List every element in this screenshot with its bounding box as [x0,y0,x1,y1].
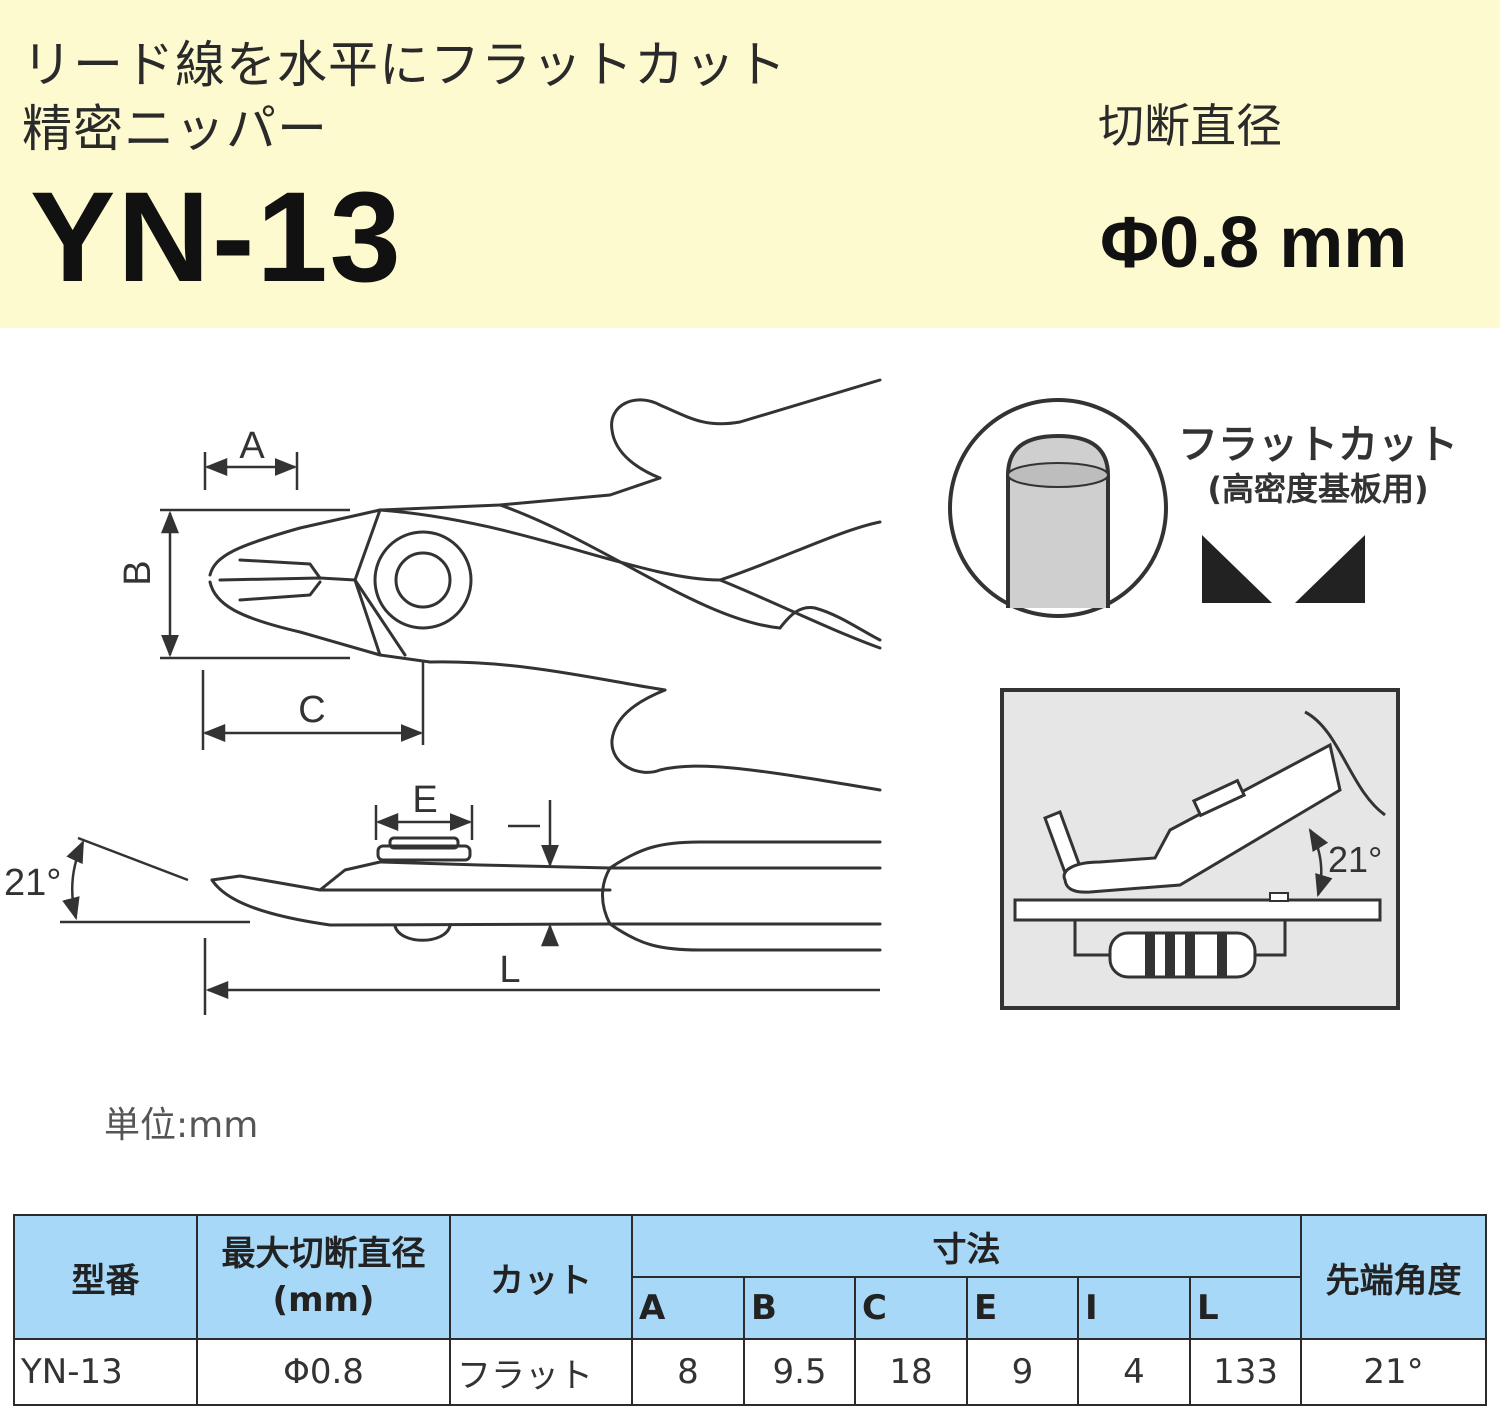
header-max-diameter-line1: 最大切断直径 [221,1234,426,1274]
cutting-diameter-label: 切断直径 [1098,99,1282,153]
flat-cut-blade-icons [1202,535,1365,603]
unit-note: 単位:mm [104,1105,259,1146]
product-subtitle-line1: リード線を水平にフラットカット [22,36,787,94]
header-dim-e: E [966,1276,1079,1340]
dimension-label-e: E [412,779,437,821]
header-dim-a: A [631,1276,745,1340]
header-dimensions: 寸法 [630,1214,1303,1278]
header-dim-c: C [854,1276,968,1340]
cell-tip-angle: 21° [1300,1338,1488,1406]
angle-label-right: 21° [1328,839,1382,880]
dimension-label-i: I [522,835,523,837]
cell-max-diameter: Φ0.8 [196,1338,451,1406]
header-cut: カット [449,1214,633,1340]
header-tip-angle: 先端角度 [1300,1214,1488,1340]
dimension-label-b: B [117,560,159,585]
nipper-top-view [208,378,882,792]
cell-dim-b: 9.5 [743,1338,856,1406]
table-row: YN-13 Φ0.8 フラット 8 9.5 18 9 4 133 21° [13,1338,1488,1406]
cell-model: YN-13 [13,1338,198,1406]
dimension-lines-side [60,800,880,1015]
header-model: 型番 [13,1214,198,1340]
header-dim-b: B [743,1276,856,1340]
product-subtitle-line2: 精密ニッパー [22,100,328,158]
flat-cut-title: フラットカット [1178,422,1458,468]
cell-dim-a: 8 [631,1338,745,1406]
cell-dim-e: 9 [966,1338,1079,1406]
model-number: YN-13 [30,166,403,309]
cell-dim-l: 133 [1188,1338,1303,1406]
technical-drawing: A B C E L 21° フラットカット (高密度基板用) [4,378,1458,1015]
angle-label-left: 21° [4,862,61,904]
cutting-diameter-value: Φ0.8 mm [1100,203,1408,283]
specification-table: 型番 最大切断直径 (mm) カット 寸法 先端角度 A B C E I L Y… [13,1214,1488,1406]
header-dim-l: L [1188,1276,1303,1340]
cell-dim-c: 18 [854,1338,968,1406]
table-header-row-2: A B C E I L [14,1276,1486,1340]
dimension-label-c: C [298,689,325,731]
nipper-side-view [210,836,882,952]
header-max-diameter: 最大切断直径 (mm) [196,1214,451,1340]
header-banner: リード線を水平にフラットカット 精密ニッパー YN-13 切断直径 Φ0.8 m… [0,0,1500,328]
cell-dim-i: 4 [1077,1338,1191,1406]
header-dim-i: I [1077,1276,1191,1340]
usage-illustration [1000,688,1400,1010]
header-max-diameter-line2: (mm) [272,1280,375,1320]
dimension-label-l: L [499,949,520,991]
dimension-lines-top [160,452,425,750]
cell-cut: フラット [449,1338,633,1406]
dimension-label-a: A [239,425,265,467]
flat-cut-subtitle: (高密度基板用) [1207,470,1428,508]
table-header-row-1: 型番 最大切断直径 (mm) カット 寸法 先端角度 [13,1214,1488,1340]
flat-cut-detail-circle [948,398,1168,618]
